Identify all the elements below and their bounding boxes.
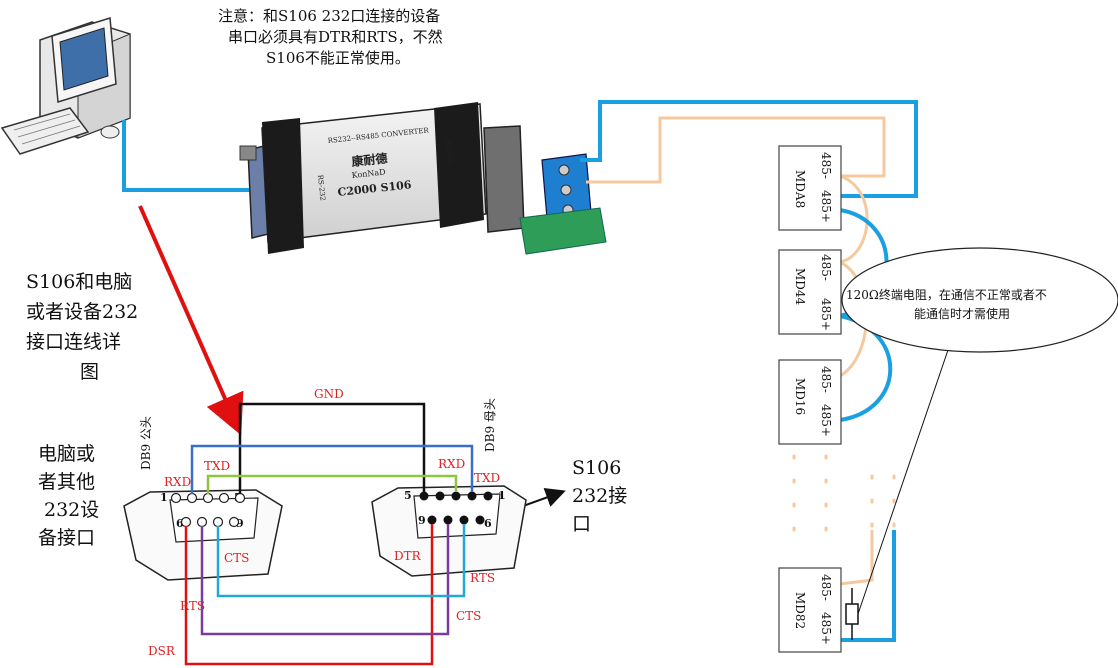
device-md44: MD44 485- 485+ — [778, 249, 842, 335]
svg-text:MDA8: MDA8 — [793, 170, 807, 208]
converter-brand-cn: 康耐德 — [351, 150, 388, 169]
label-txd-left: TXD — [204, 459, 230, 473]
device-md82: MD82 485- 485+ — [778, 567, 842, 653]
callout-line-1: 120Ω终端电阻，在通信不正常或者不 — [846, 287, 1047, 302]
svg-text:485+: 485+ — [819, 298, 833, 331]
svg-text:或者设备232: 或者设备232 — [26, 301, 138, 323]
rs485-bus — [580, 100, 949, 642]
svg-text:485-: 485- — [819, 152, 833, 179]
db9-right-title: DB9 母头 — [483, 398, 497, 452]
label-gnd: GND — [314, 387, 344, 401]
svg-text:9: 9 — [418, 514, 426, 527]
detail-arrow — [138, 205, 244, 436]
terminal-resistor-callout: 120Ω终端电阻，在通信不正常或者不 能通信时才需使用 — [841, 247, 1118, 353]
svg-text:MD44: MD44 — [793, 268, 807, 306]
pc-label: 电脑或 者其他 232设 备接口 — [38, 443, 99, 549]
note-line-2: 串口必须具有DTR和RTS，不然 — [228, 28, 443, 46]
svg-text:电脑或: 电脑或 — [38, 443, 95, 465]
label-rts-left: RTS — [180, 599, 205, 613]
svg-text:485+: 485+ — [819, 404, 833, 437]
db9-wiring — [184, 402, 474, 666]
signal-labels: GND RXD TXD CTS RTS DSR RXD TXD DTR RTS … — [148, 387, 500, 658]
device-mda8: MDA8 485- 485+ — [778, 145, 842, 231]
svg-text:485-: 485- — [819, 574, 833, 601]
converter-brand-en: KonNaD — [351, 167, 386, 179]
callout-line-2: 能通信时才需使用 — [914, 306, 1010, 321]
svg-text:232设: 232设 — [44, 499, 99, 521]
svg-text:485-: 485- — [819, 366, 833, 393]
svg-text:口: 口 — [572, 513, 591, 535]
label-dtr-right: DTR — [394, 549, 422, 563]
svg-text:MD82: MD82 — [793, 592, 807, 629]
svg-text:485+: 485+ — [819, 190, 833, 223]
label-rxd-right: RXD — [438, 457, 465, 471]
svg-text:图: 图 — [80, 361, 99, 383]
left-caption: S106和电脑 或者设备232 接口连线详 图 — [26, 271, 138, 383]
label-rxd-left: RXD — [164, 475, 191, 489]
svg-text:MD16: MD16 — [793, 378, 807, 415]
label-rts-right: RTS — [470, 571, 495, 585]
device-md16: MD16 485- 485+ — [778, 359, 842, 445]
svg-text:9: 9 — [236, 517, 244, 530]
converter-right-text: RS-485 — [444, 139, 455, 166]
note-line-1: 注意：和S106 232口连接的设备 — [218, 7, 440, 25]
svg-text:接口连线详: 接口连线详 — [26, 331, 121, 353]
svg-text:S106和电脑: S106和电脑 — [26, 271, 132, 293]
svg-text:1: 1 — [160, 491, 168, 504]
svg-text:232接: 232接 — [572, 485, 627, 507]
svg-text:1: 1 — [498, 489, 506, 502]
converter-left-text: RS-232 — [316, 174, 327, 201]
s106-converter: RS232--RS485 CONVERTER 康耐德 KonNaD C2000 … — [239, 102, 607, 255]
svg-text:6: 6 — [176, 517, 184, 530]
computer-icon — [0, 17, 131, 155]
s106-label: S106 232接 口 — [511, 457, 627, 535]
note-line-3: S106不能正常使用。 — [266, 49, 410, 67]
pc-to-converter-wire — [122, 120, 258, 192]
svg-text:485+: 485+ — [819, 612, 833, 645]
label-txd-right: TXD — [474, 471, 500, 485]
svg-text:6: 6 — [484, 517, 492, 530]
svg-text:5: 5 — [404, 489, 412, 502]
label-dsr: DSR — [148, 644, 176, 658]
svg-text:S106: S106 — [572, 457, 621, 479]
label-cts-right: CTS — [456, 609, 481, 623]
svg-text:485-: 485- — [819, 254, 833, 281]
label-cts-left: CTS — [224, 551, 249, 565]
note: 注意：和S106 232口连接的设备 串口必须具有DTR和RTS，不然 S106… — [218, 7, 443, 67]
svg-text:者其他: 者其他 — [38, 471, 95, 493]
svg-text:备接口: 备接口 — [38, 527, 95, 549]
resistor-icon — [845, 603, 859, 625]
db9-left-title: DB9 公头 — [139, 416, 153, 470]
